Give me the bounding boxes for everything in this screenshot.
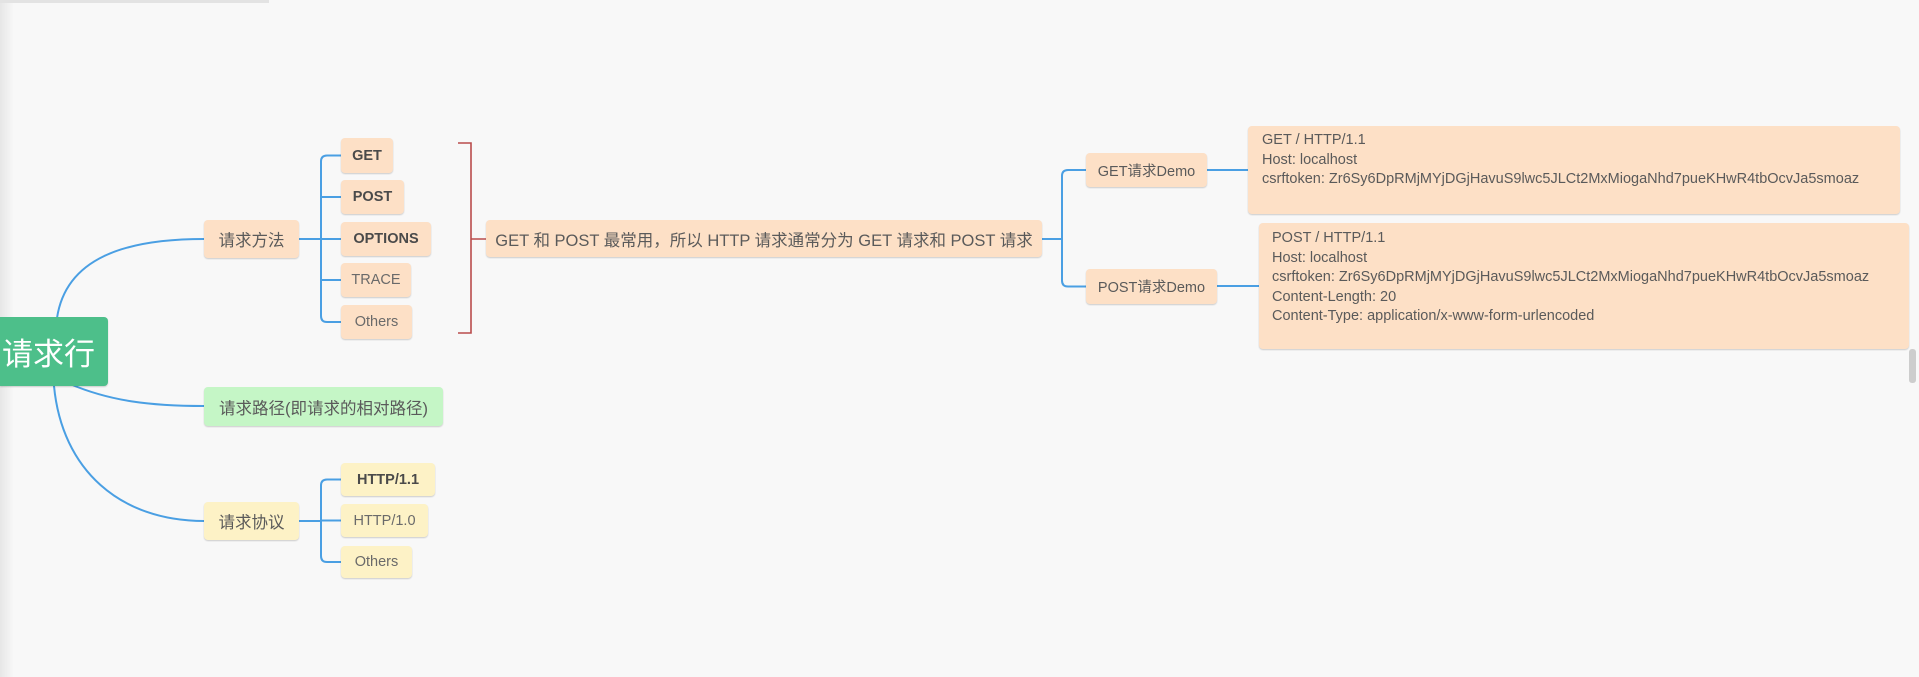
subtopic-get[interactable]: GET — [341, 138, 393, 173]
topic-request-path[interactable]: 请求路径(即请求的相对路径) — [204, 387, 443, 426]
demo-line: GET / HTTP/1.1 — [1262, 132, 1366, 148]
demo-line: Content-Length: 20 — [1272, 288, 1397, 305]
topic-request-protocol[interactable]: 请求协议 — [204, 502, 299, 540]
demo-line: Content-Type: application/x-www-form-url… — [1272, 308, 1595, 324]
topic-get-demo[interactable]: GET请求Demo — [1086, 153, 1207, 187]
subtopic-method-others[interactable]: Others — [341, 305, 412, 339]
subtopic-protocol-others[interactable]: Others — [341, 546, 412, 578]
subtopic-http10[interactable]: HTTP/1.0 — [341, 504, 428, 537]
subtopic-options[interactable]: OPTIONS — [341, 222, 431, 256]
demo-line: csrftoken: Zr6Sy6DpRMjMYjDGjHavuS9lwc5JL… — [1272, 269, 1870, 285]
connector-root-method — [56, 238, 205, 319]
summary-bracket — [458, 142, 486, 334]
connector-root-path — [69, 383, 205, 407]
demo-line: POST / HTTP/1.1 — [1272, 230, 1386, 246]
get-demo-content[interactable]: GET / HTTP/1.1 Host: localhost csrftoken… — [1248, 126, 1900, 214]
demo-line: Host: localhost — [1272, 249, 1368, 266]
subtopic-http11[interactable]: HTTP/1.1 — [341, 463, 435, 496]
connector-method-children — [320, 154, 342, 323]
topic-request-method[interactable]: 请求方法 — [204, 220, 299, 258]
vertical-scrollbar[interactable] — [1909, 349, 1916, 383]
demo-line: csrftoken: Zr6Sy6DpRMjMYjDGjHavuS9lwc5JL… — [1262, 171, 1860, 187]
summary-topic[interactable]: GET 和 POST 最常用，所以 HTTP 请求通常分为 GET 请求和 PO… — [486, 220, 1042, 257]
topic-post-demo[interactable]: POST请求Demo — [1086, 269, 1217, 304]
root-topic[interactable]: 请求行 — [0, 317, 108, 386]
post-demo-content[interactable]: POST / HTTP/1.1 Host: localhost csrftoke… — [1259, 223, 1909, 349]
connector-protocol-children — [320, 478, 342, 563]
subtopic-trace[interactable]: TRACE — [341, 263, 411, 297]
top-tab-strip — [0, 0, 269, 3]
connector-summary-demos — [1041, 169, 1087, 288]
subtopic-post[interactable]: POST — [341, 180, 404, 214]
connector-root-protocol — [53, 385, 205, 522]
demo-line: Host: localhost — [1262, 151, 1358, 168]
